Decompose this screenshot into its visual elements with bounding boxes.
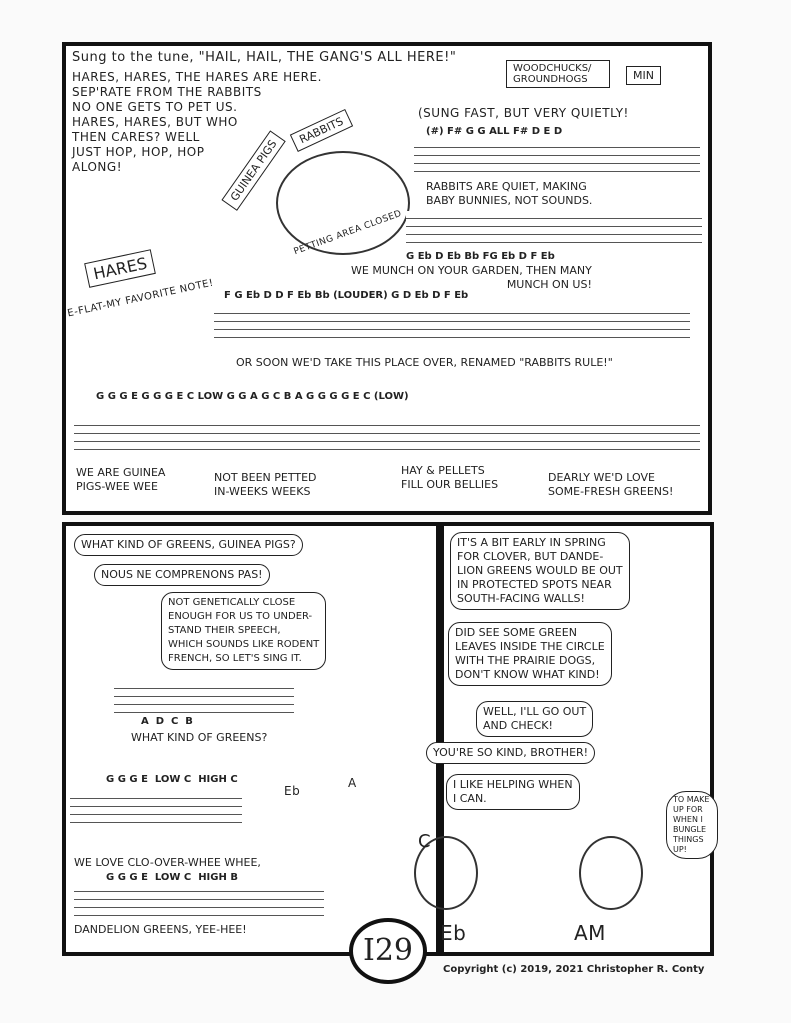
guinea-pig-staff bbox=[74, 418, 700, 450]
bubble-early-spring: IT'S A BIT EARLY IN SPRING FOR CLOVER, B… bbox=[450, 532, 630, 610]
char-label-c: C bbox=[418, 831, 432, 852]
char-label-eb2: Eb bbox=[440, 921, 467, 945]
bubble-so-kind: YOU'RE SO KIND, BROTHER! bbox=[426, 742, 596, 764]
greens-staff-1 bbox=[114, 681, 294, 713]
greens-notes-3: G G G E LOW C HIGH B bbox=[106, 872, 238, 883]
character-am bbox=[579, 836, 643, 910]
bubble-green-leaves: DID SEE SOME GREEN LEAVES INSIDE THE CIR… bbox=[448, 622, 612, 686]
sign-min: MIN bbox=[626, 66, 661, 85]
gp-lyric-3: HAY & PELLETS FILL OUR BELLIES bbox=[401, 464, 499, 491]
greens-staff-2 bbox=[70, 791, 242, 823]
greens-lyric-3: DANDELION GREENS, YEE-HEE! bbox=[74, 923, 247, 936]
greens-lyric-1: WHAT KIND OF GREENS? bbox=[131, 731, 268, 744]
char-label-am: AM bbox=[574, 921, 606, 945]
french-bubble: NOUS NE COMPRENONS PAS! bbox=[94, 564, 270, 586]
bubble-go-out: WELL, I'LL GO OUT AND CHECK! bbox=[476, 701, 594, 737]
rabbits-staff bbox=[414, 140, 700, 172]
petting-area-enclosure bbox=[276, 151, 410, 255]
hares-song: HARES, HARES, THE HARES ARE HERE. SEP'RA… bbox=[72, 70, 322, 174]
louder-staff bbox=[214, 306, 690, 338]
explanation-bubble: NOT GENETICALLY CLOSE ENOUGH FOR US TO U… bbox=[161, 592, 327, 670]
bubble-make-up: TO MAKE UP FOR WHEN I BUNGLE THINGS UP! bbox=[666, 791, 718, 859]
rabbits-direction: (SUNG FAST, BUT VERY QUIETLY! bbox=[418, 106, 629, 120]
page-number: I29 bbox=[349, 918, 427, 984]
panel-bottom-right: IT'S A BIT EARLY IN SPRING FOR CLOVER, B… bbox=[414, 522, 718, 956]
rabbits-lyric: RABBITS ARE QUIET, MAKING BABY BUNNIES, … bbox=[426, 180, 593, 207]
character-c bbox=[414, 836, 478, 910]
question-bubble: WHAT KIND OF GREENS, GUINEA PIGS? bbox=[74, 534, 303, 556]
guinea-pig-notes: G G G E G G G E C LOW G G A G C B A G G … bbox=[96, 391, 409, 402]
intro-text: Sung to the tune, "HAIL, HAIL, THE GANG'… bbox=[72, 50, 457, 65]
gp-lyric-1: WE ARE GUINEA PIGS-WEE WEE bbox=[76, 466, 166, 493]
panel-top: Sung to the tune, "HAIL, HAIL, THE GANG'… bbox=[62, 42, 712, 515]
char-label-eb: Eb bbox=[284, 784, 301, 798]
gp-lyric-2: NOT BEEN PETTED IN-WEEKS WEEKS bbox=[214, 471, 317, 498]
panel-bottom-left: WHAT KIND OF GREENS, GUINEA PIGS? NOUS N… bbox=[62, 522, 440, 956]
gp-lyric-4: DEARLY WE'D LOVE SOME-FRESH GREENS! bbox=[548, 471, 674, 498]
sign-hares: HARES bbox=[84, 249, 157, 288]
munch-staff bbox=[406, 211, 702, 243]
char-label-a: A bbox=[348, 776, 357, 790]
greens-notes-1: A D C B bbox=[141, 716, 193, 727]
bubble-helping: I LIKE HELPING WHEN I CAN. bbox=[446, 774, 580, 810]
munch-notes: G Eb D Eb Bb FG Eb D F Eb bbox=[406, 251, 555, 262]
louder-notes: F G Eb D D F Eb Bb (LOUDER) G D Eb D F E… bbox=[224, 290, 469, 301]
copyright: Copyright (c) 2019, 2021 Christopher R. … bbox=[443, 964, 705, 975]
louder-lyric: OR SOON WE'D TAKE THIS PLACE OVER, RENAM… bbox=[236, 356, 613, 369]
greens-lyric-2: WE LOVE CLO-OVER-WHEE WHEE, bbox=[74, 856, 261, 869]
greens-notes-2: G G G E LOW C HIGH C bbox=[106, 774, 238, 785]
munch-lyric: WE MUNCH ON YOUR GARDEN, THEN MANY MUNCH… bbox=[351, 264, 592, 291]
greens-staff-3 bbox=[74, 884, 324, 916]
sign-woodchucks: WOODCHUCKS/ GROUNDHOGS bbox=[506, 60, 610, 88]
rabbits-notes: (#) F# G G ALL F# D E D bbox=[426, 126, 563, 137]
